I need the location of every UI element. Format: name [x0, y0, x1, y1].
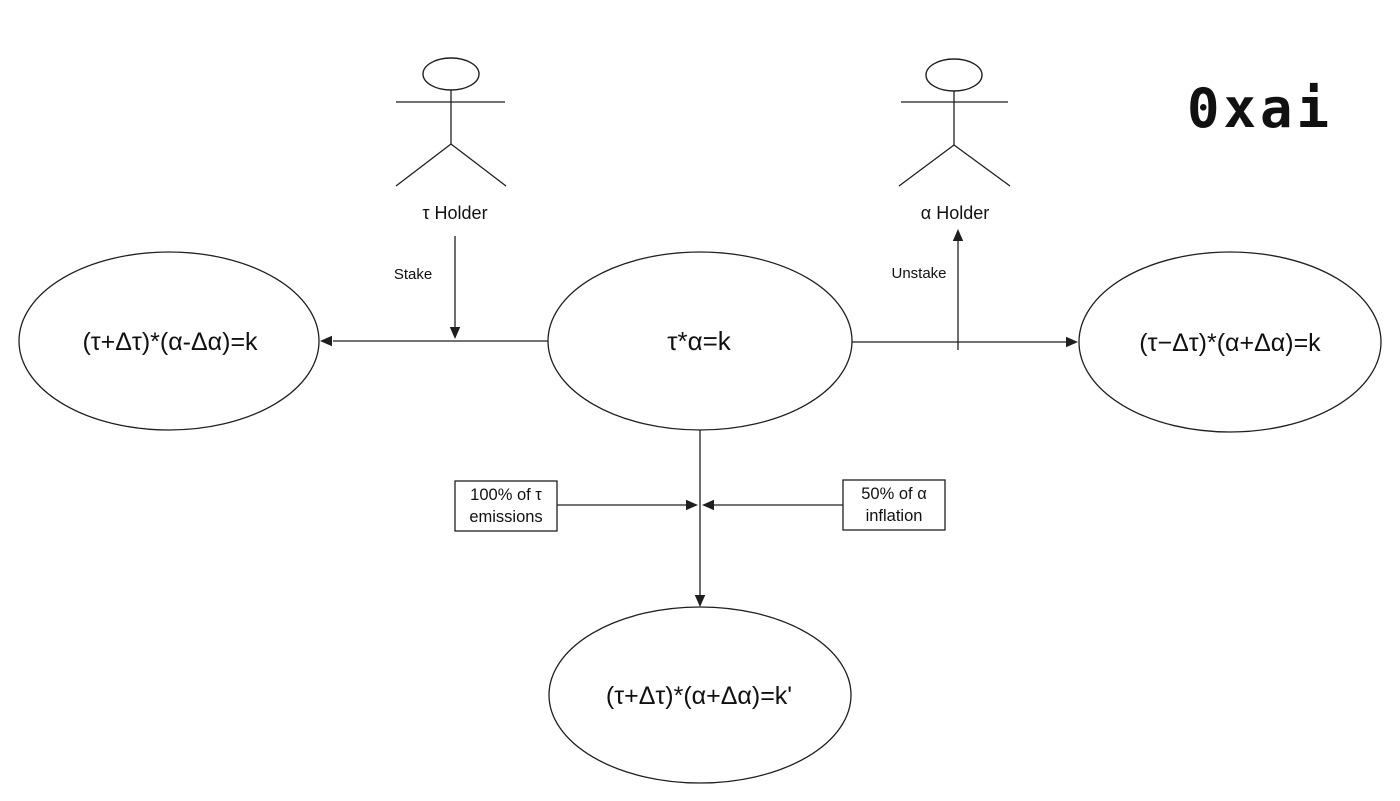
edge-inflation-callout: [702, 499, 843, 511]
unstake-label: Unstake: [891, 265, 946, 282]
node-bottom-formula: (τ+Δτ)*(α+Δα)=k': [606, 682, 792, 710]
callout-tau-emissions-line2: emissions: [469, 508, 542, 526]
arrowhead-down-icon: [449, 327, 461, 339]
callout-tau-emissions-line1: 100% of τ: [470, 486, 542, 504]
stick-person-icon: [395, 57, 507, 187]
edge-emissions-callout: [557, 499, 698, 511]
callout-alpha-inflation: 50% of α inflation: [842, 479, 946, 531]
node-right-formula: (τ−Δτ)*(α+Δα)=k: [1139, 329, 1321, 357]
arrowhead-up-icon: [952, 229, 964, 241]
tau-holder-figure: τ Holder: [395, 57, 507, 223]
arrowhead-left-icon: [702, 499, 714, 511]
callout-tau-emissions: 100% of τ emissions: [454, 480, 558, 532]
edge-unstake-arrow: [952, 229, 964, 350]
edge-center-to-bottom: [694, 430, 706, 607]
alpha-holder-figure: α Holder: [898, 58, 1011, 223]
stick-person-icon: [898, 58, 1011, 187]
arrowhead-left-icon: [320, 335, 332, 347]
node-left: (τ+Δτ)*(α-Δα)=k: [18, 251, 320, 431]
node-bottom: (τ+Δτ)*(α+Δα)=k': [548, 606, 852, 784]
callout-alpha-inflation-line2: inflation: [866, 507, 923, 525]
callout-alpha-inflation-line1: 50% of α: [861, 485, 927, 503]
arrowhead-right-icon: [686, 499, 698, 511]
edge-stake-arrow: [449, 236, 461, 339]
node-center: τ*α=k: [547, 251, 853, 431]
node-center-formula: τ*α=k: [667, 326, 732, 356]
edge-center-to-left: [320, 335, 548, 347]
edge-center-to-right: [852, 336, 1078, 348]
tau-holder-label: τ Holder: [422, 203, 487, 223]
stake-label: Stake: [394, 266, 432, 283]
node-left-formula: (τ+Δτ)*(α-Δα)=k: [82, 328, 258, 356]
node-right: (τ−Δτ)*(α+Δα)=k: [1078, 251, 1382, 433]
arrowhead-down-icon: [694, 595, 706, 607]
0xai-logo: 0xai: [1187, 77, 1333, 140]
arrowhead-right-icon: [1066, 336, 1078, 348]
alpha-holder-label: α Holder: [921, 203, 989, 223]
